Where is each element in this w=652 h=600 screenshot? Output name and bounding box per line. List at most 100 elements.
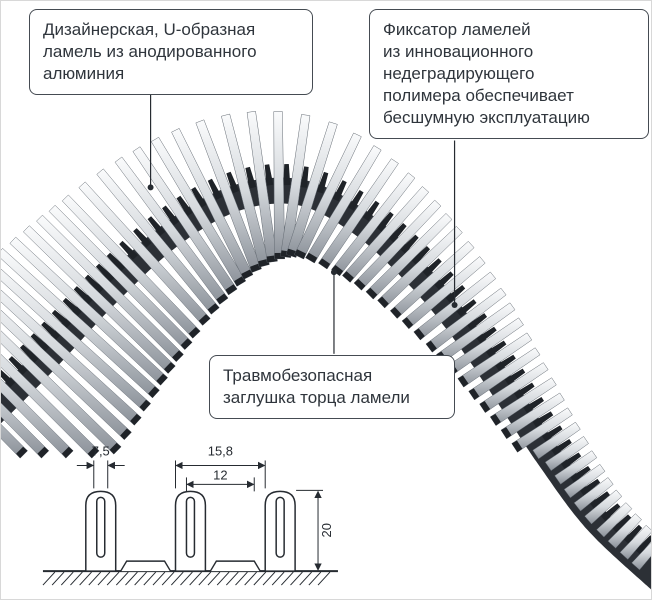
lamella-endcap xyxy=(156,373,168,386)
lamella xyxy=(195,119,262,273)
fixator-tooth xyxy=(388,223,407,243)
callout-endcap: Травмобезопасная заглушка торца ламели xyxy=(209,355,455,420)
lamella-endcap xyxy=(250,263,262,273)
fixator-tooth xyxy=(376,211,394,232)
fixator-tooth xyxy=(316,171,329,194)
hatch-line xyxy=(88,571,102,586)
fixator-tooth xyxy=(245,166,257,189)
lamella-endcap xyxy=(331,265,344,276)
lamella xyxy=(48,204,193,350)
lamella-endcap xyxy=(241,269,253,280)
base-bump xyxy=(205,560,266,572)
ground-hatching xyxy=(42,571,331,586)
fixator-tooth xyxy=(466,313,488,331)
fixator-tooth xyxy=(570,465,591,483)
hatch-line xyxy=(271,571,285,586)
leader-dot-fixator xyxy=(451,301,458,308)
lamella-endcap xyxy=(402,317,414,329)
fixator-tooth xyxy=(30,333,50,352)
lamella-endcap xyxy=(425,340,437,353)
fixator-tooth xyxy=(191,186,207,208)
fixator-tooth xyxy=(84,274,104,294)
aluminium-lamellas xyxy=(1,110,651,571)
fixator-tooth xyxy=(162,205,180,226)
lamella xyxy=(544,436,589,471)
fixator-tooth xyxy=(347,189,364,211)
hatch-line xyxy=(244,571,257,586)
lamella xyxy=(171,128,254,280)
hatch-line xyxy=(42,571,56,586)
hatch-line xyxy=(106,571,120,586)
lamella-endcap xyxy=(286,248,298,258)
lamella-endcap xyxy=(468,388,480,400)
lamella xyxy=(401,256,486,330)
lamella-endcap xyxy=(148,386,160,398)
profile-slot xyxy=(185,496,196,558)
lamella-endcap xyxy=(188,327,201,339)
lamella xyxy=(619,524,651,560)
grille-illustration xyxy=(1,110,651,590)
fixator-tooth xyxy=(411,245,431,265)
hatch-line xyxy=(299,571,313,586)
lamella-endcap xyxy=(501,427,512,439)
hatch-line xyxy=(125,571,138,586)
lamella-endcap xyxy=(216,293,229,305)
lamella-endcap xyxy=(198,314,211,326)
hatch-line xyxy=(51,571,65,586)
hatch-line xyxy=(170,571,184,586)
hatch-line xyxy=(97,571,111,586)
hatch-line xyxy=(161,571,175,586)
hatch-line xyxy=(262,571,276,586)
hatch-line xyxy=(317,571,331,586)
dimension-annotations: 7,5 15,8 12 20 xyxy=(76,443,334,571)
fixator-tooth xyxy=(445,285,466,303)
fixator-tooth xyxy=(400,234,419,254)
lamella-endcap xyxy=(225,284,238,295)
lamella-endcap xyxy=(130,413,142,426)
fixator-tooth xyxy=(207,178,223,201)
lamella xyxy=(631,542,651,571)
fixator-tooth xyxy=(1,393,3,397)
lamella-endcap xyxy=(365,287,378,300)
lamella xyxy=(563,464,606,499)
lamella xyxy=(573,477,614,512)
fixator-tooth xyxy=(1,369,16,388)
hatch-line xyxy=(280,571,294,586)
lamella-endcap xyxy=(258,258,270,268)
fixator-tooth xyxy=(176,195,193,217)
fixator-tooth xyxy=(495,354,516,372)
lamella xyxy=(1,378,74,459)
fixator-tooth xyxy=(456,299,477,317)
fixator-tooth xyxy=(623,524,643,544)
lamella-endcap xyxy=(457,375,469,388)
fixator-tooth xyxy=(106,252,126,272)
hatch-line xyxy=(60,571,74,586)
fixator-tooth xyxy=(541,425,563,442)
fixator-tooth xyxy=(283,164,291,186)
lamella xyxy=(389,240,475,319)
hatch-line xyxy=(225,571,239,586)
lamella-endcap xyxy=(61,446,74,459)
fixator-tooth xyxy=(362,200,380,222)
callout-lamella-text: Дизайнерская, U-образная ламель из аноди… xyxy=(43,20,257,84)
hatch-line xyxy=(198,571,212,586)
leader-dot-endcap xyxy=(330,269,337,276)
lamella-endcap xyxy=(511,440,523,453)
lamella xyxy=(318,158,399,270)
lamella xyxy=(554,450,598,485)
fixator-tooth xyxy=(504,368,526,386)
lamella-endcap xyxy=(207,303,220,315)
hatch-line xyxy=(180,571,193,586)
callout-fixator: Фиксатор ламелей из инновационного недег… xyxy=(369,9,649,140)
lamella-endcap xyxy=(16,446,28,459)
fixator-tooth xyxy=(119,240,138,260)
lamella xyxy=(489,377,557,426)
lamella xyxy=(150,136,247,287)
lamella-endcap xyxy=(305,252,318,264)
leader-dot-lamella xyxy=(147,184,154,191)
dimension-20: 20 xyxy=(319,523,334,537)
hatch-line xyxy=(207,571,221,586)
lamella-endcap xyxy=(37,446,49,459)
cross-section-drawing: 7,5 15,8 12 20 xyxy=(42,443,338,586)
profile-slot xyxy=(275,496,285,558)
